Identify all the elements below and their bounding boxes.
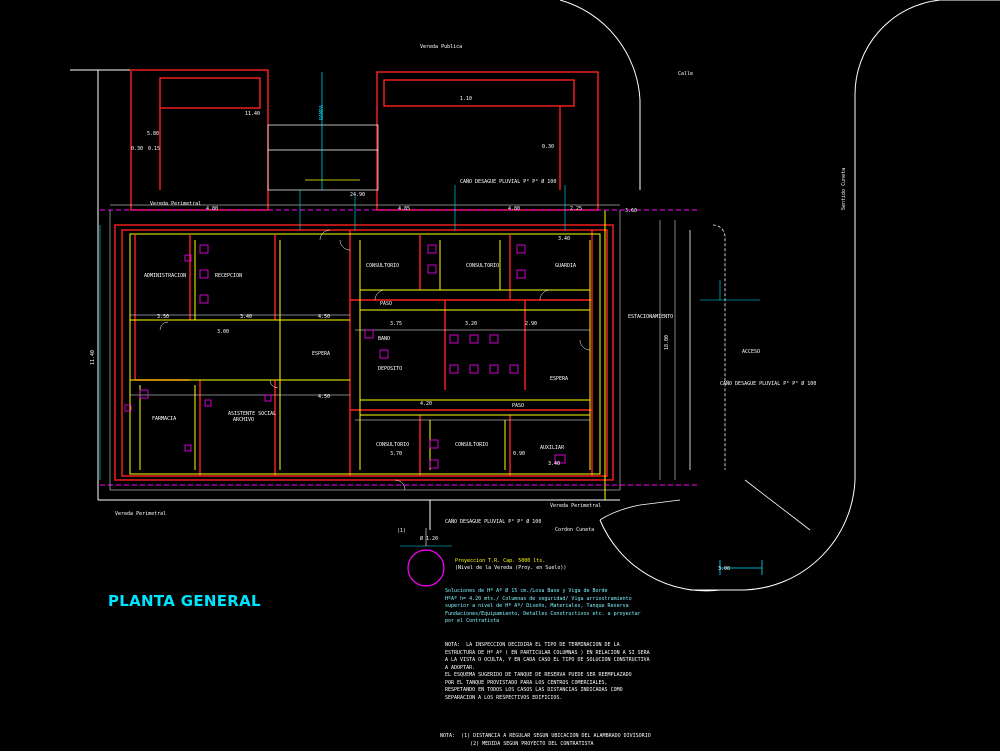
gutter-label-3: CAÑO DESAGUE PLUVIAL P° P° Ø 100 [445, 518, 541, 525]
paso-top: PASO [380, 301, 392, 307]
door-swings [159, 229, 591, 491]
cordon-label: Cordon Cuneta [555, 527, 594, 533]
access-label: ACCESO [742, 349, 760, 355]
dim: 4.85 [398, 206, 410, 212]
room-espera-right: ESPERA [550, 376, 568, 382]
dim: 3.60 [625, 208, 637, 214]
main-walls-yellow [100, 209, 700, 500]
dim: 2.25 [570, 206, 582, 212]
street-label: Calle [678, 71, 693, 77]
room-estacionamiento: ESTACIONAMIENTO [628, 314, 673, 320]
drawing-title: PLANTA GENERAL [108, 592, 261, 610]
dim: 3.20 [465, 321, 477, 327]
room-consultorio-4: CONSULTORIO [455, 442, 488, 448]
room-consultorio-2: CONSULTORIO [466, 263, 499, 269]
room-guardia: GUARDIA [555, 263, 576, 269]
tank-diameter: Ø 1.20 [420, 535, 438, 542]
main-walls-red [114, 224, 614, 481]
room-espera: ESPERA [312, 351, 330, 357]
note-inspection: NOTA: LA INSPECCION DECIDIRA EL TIPO DE … [445, 642, 650, 671]
dim: 24.90 [350, 192, 365, 198]
parking-outline [599, 224, 811, 575]
dim: 3.40 [240, 314, 252, 320]
top-wings [130, 69, 599, 211]
room-bano-1: BANO [378, 336, 390, 342]
dim: 5.80 [147, 131, 159, 137]
dimension-lines [109, 204, 676, 491]
perimeter-label: Vereda Perimetral [150, 201, 201, 207]
dim: 0.30 [131, 146, 143, 152]
dim: 3.70 [390, 451, 402, 457]
dim: 2.90 [525, 321, 537, 327]
perimeter-label: Vereda Perimetral [115, 511, 166, 517]
note-tank: EL ESQUEMA SUGERIDO DE TANQUE DE RESERVA… [445, 672, 632, 701]
dim: 3.00 [718, 566, 730, 572]
dim: 3.40 [548, 461, 560, 467]
dim: 11.40 [90, 350, 96, 365]
top-street-label: Vereda Publica [420, 44, 462, 50]
dim: 4.50 [318, 314, 330, 320]
dim: 3.00 [217, 329, 229, 335]
room-consultorio-3: CONSULTORIO [376, 442, 409, 448]
tank-number: (1) [397, 528, 406, 534]
dim: 1.10 [460, 96, 472, 102]
room-deposito: DEPOSITO [378, 366, 402, 372]
dim: 11.40 [245, 111, 260, 117]
room-asistente: ASISTENTE SOCIAL [228, 411, 276, 417]
dim: 4.50 [318, 394, 330, 400]
dim: 4.80 [206, 206, 218, 212]
dim: 18.00 [664, 335, 670, 350]
perimeter-label: Vereda Perimetral [550, 503, 601, 509]
right-side-label: Sentido Cuneta [841, 168, 847, 210]
room-auxiliar: AUXILIAR [540, 445, 565, 451]
note-distances: NOTA: (1) DISTANCIA A REGULAR SEGUN UBIC… [440, 733, 651, 747]
fixtures [124, 244, 566, 469]
ramp [267, 72, 379, 191]
dim: 0.15 [148, 146, 160, 152]
room-farmacia: FARMACIA [152, 416, 176, 422]
paso-bottom: PASO [512, 403, 524, 409]
tank-label: Proyeccion T.R. Cap. 5000 lts. [455, 558, 545, 564]
room-reception: RECEPCION [215, 273, 242, 279]
site-outline [70, 0, 1000, 592]
dim: 3.75 [390, 321, 402, 327]
room-archivo: ARCHIVO [233, 417, 254, 423]
dim: 3.50 [157, 314, 169, 320]
dim: 4.80 [508, 206, 520, 212]
dim: 3.40 [558, 236, 570, 242]
dim-ticks [99, 185, 760, 480]
gutter-label: CAÑO DESAGUE PLUVIAL P° P° Ø 100 [460, 178, 556, 185]
tank-sub: (Nivel de la Vereda (Proy. en Suelo)) [455, 565, 566, 571]
room-admin: ADMINISTRACION [144, 273, 186, 279]
ramp-label: RAMPA [319, 105, 325, 120]
water-tank [400, 528, 452, 587]
room-consultorio-1: CONSULTORIO [366, 263, 399, 269]
gutter-label-2: CAÑO DESAGUE PLUVIAL P° P° Ø 100 [720, 380, 816, 387]
dim: 0.30 [542, 144, 554, 150]
dim: 0.90 [513, 451, 525, 457]
dim: 4.20 [420, 401, 432, 407]
note-structure: Soluciones de Hº Aº Ø 15 cm./Losa Base y… [445, 588, 641, 624]
